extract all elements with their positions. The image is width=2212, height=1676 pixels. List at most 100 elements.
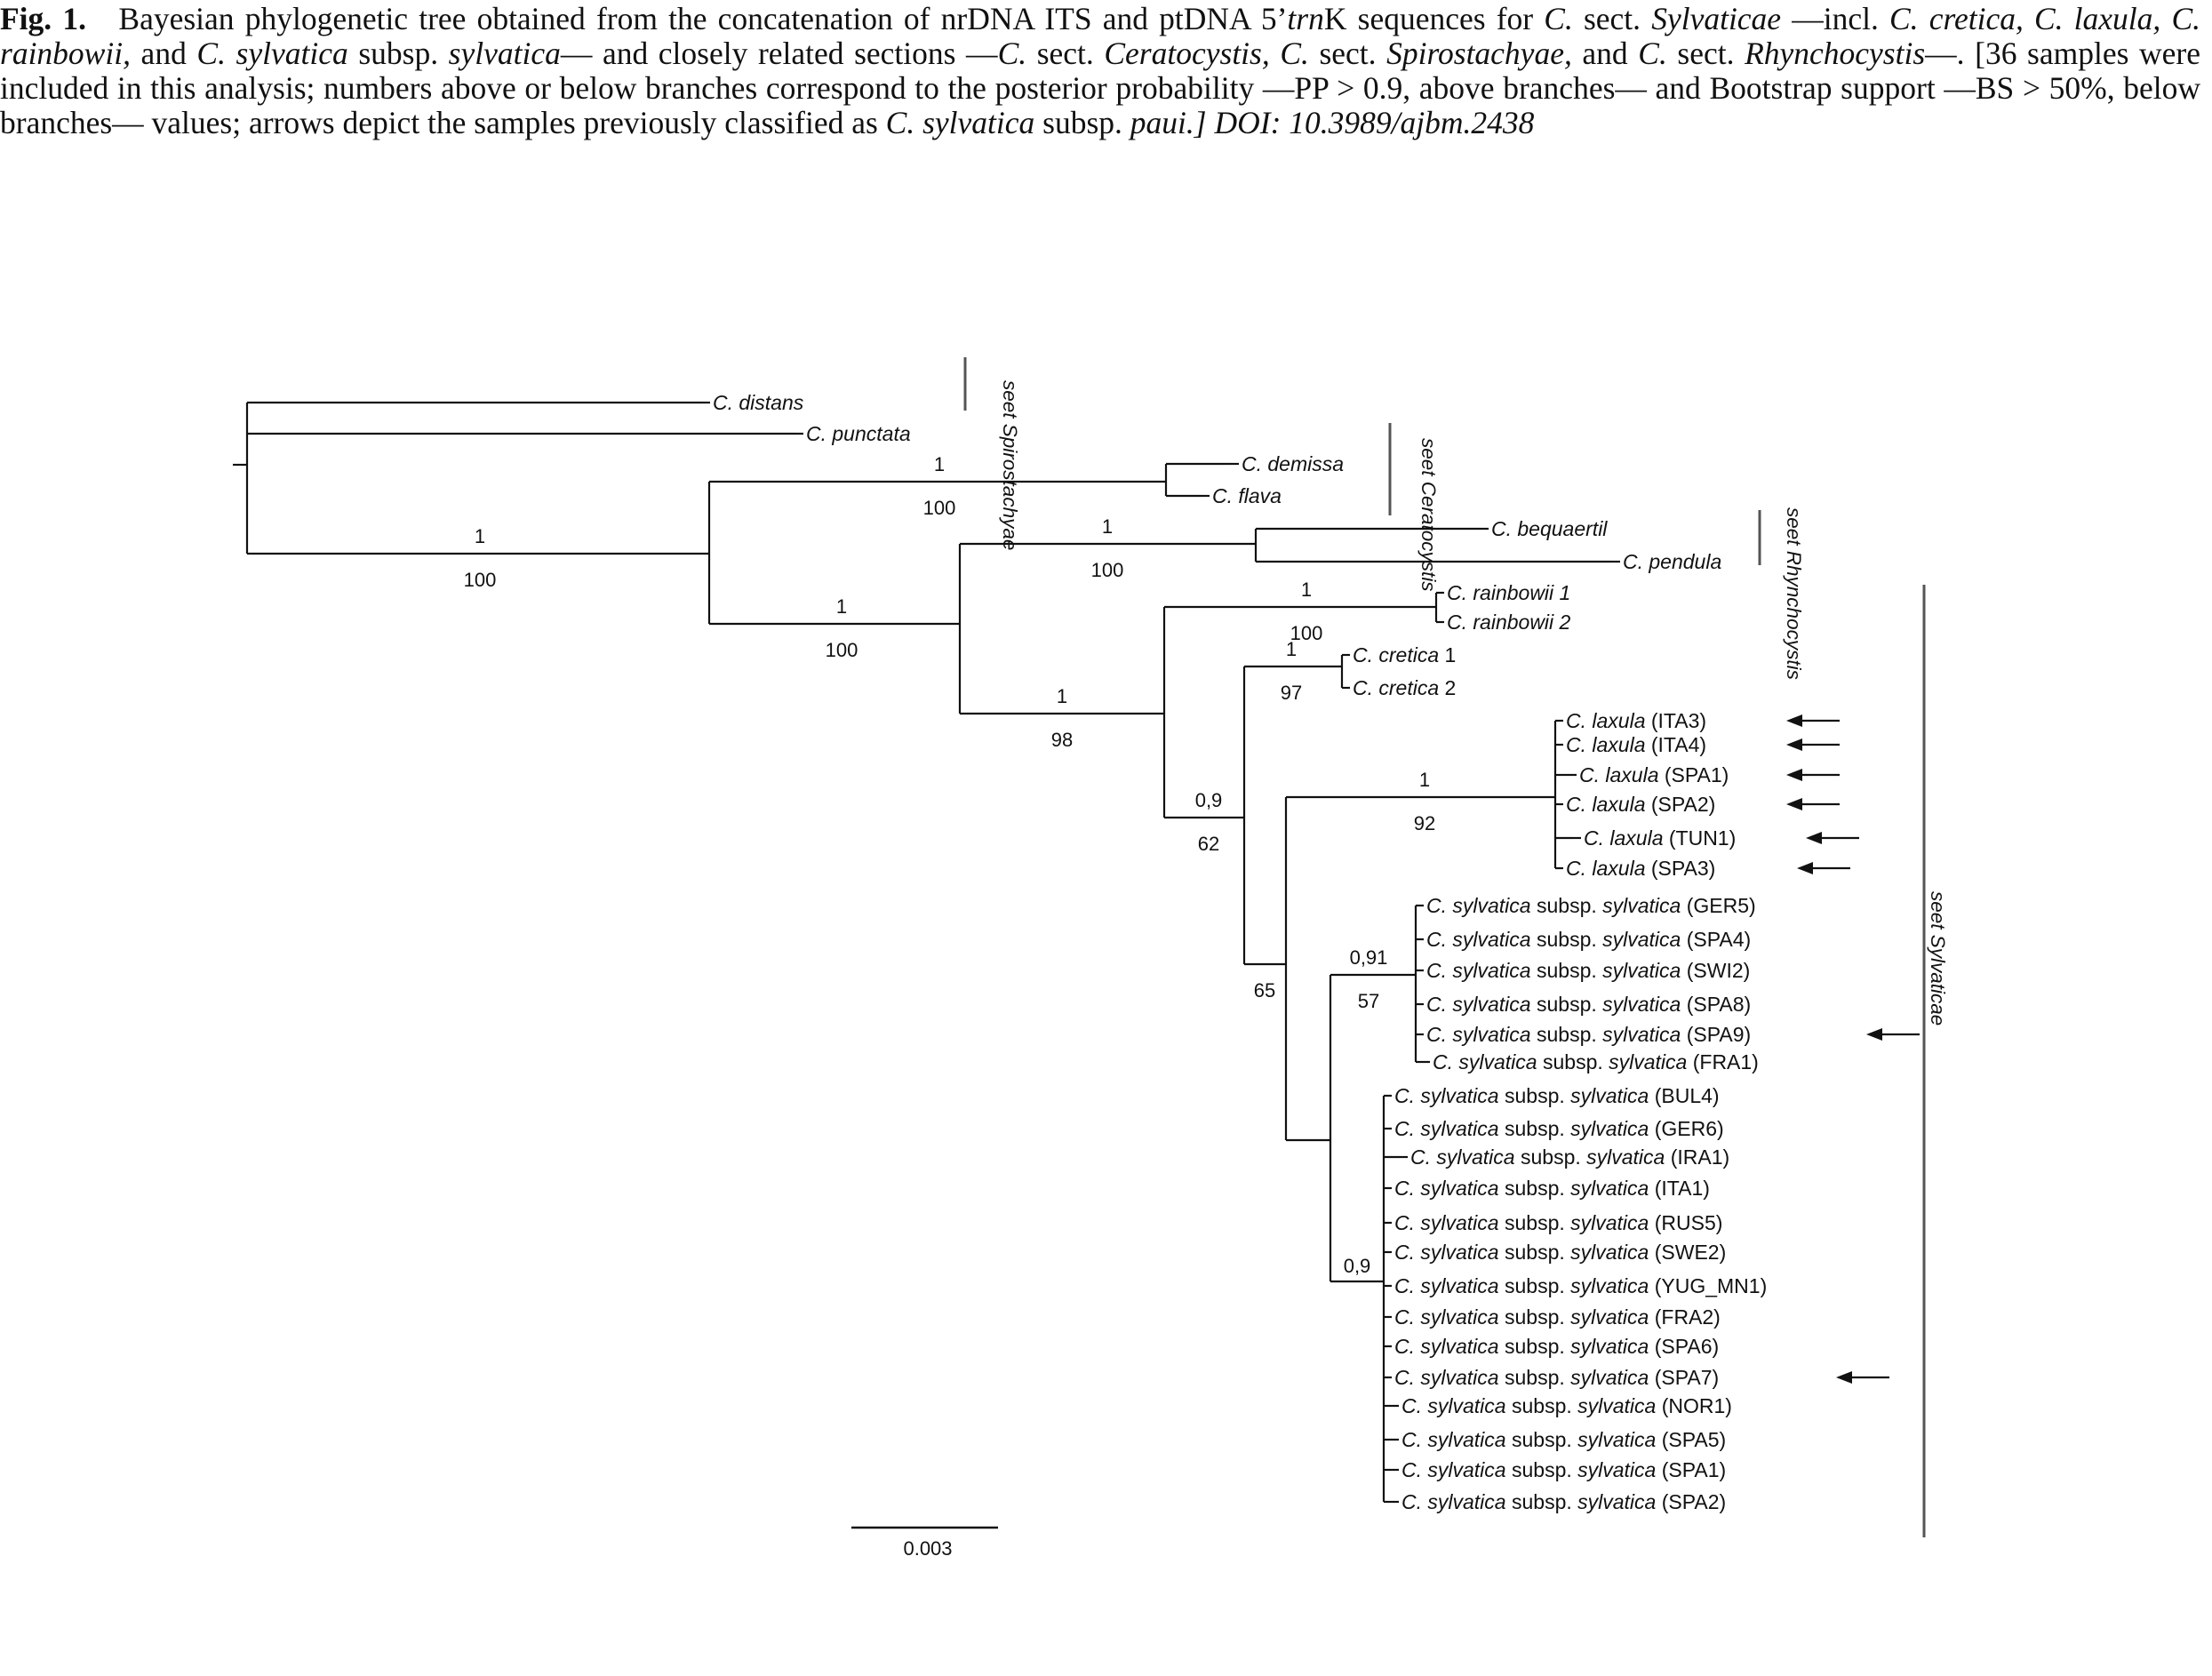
arrow-icon: [1866, 1028, 1920, 1041]
taxon-label: C. sylvatica subsp. sylvatica (SPA7): [1394, 1366, 1719, 1389]
taxon-label: C. sylvatica subsp. sylvatica (FRA2): [1394, 1305, 1721, 1329]
caption-segment: Spirostachyae,: [1386, 36, 1572, 71]
taxon-label-part: subsp.: [1499, 1241, 1571, 1264]
taxon-label: C. sylvatica subsp. sylvatica (GER6): [1394, 1117, 1724, 1140]
taxon-label-part: (SPA9): [1681, 1023, 1751, 1046]
taxon-label-part: subsp.: [1499, 1366, 1571, 1389]
taxon-label-part: C. demissa: [1242, 452, 1344, 475]
taxon-label-part: (FRA2): [1649, 1305, 1721, 1329]
posterior-probability: 1: [1419, 769, 1430, 791]
taxon-label: C. sylvatica subsp. sylvatica (RUS5): [1394, 1211, 1722, 1234]
bootstrap-support: 97: [1281, 682, 1302, 704]
taxon-label-part: (SPA7): [1649, 1366, 1719, 1389]
taxon-label-part: (SPA1): [1656, 1458, 1726, 1481]
taxon-label-part: subsp.: [1499, 1335, 1571, 1358]
taxon-label: C. bequaertil: [1491, 517, 1608, 540]
arrow-icon: [1806, 832, 1859, 844]
taxon-label: C. sylvatica subsp. sylvatica (SPA4): [1426, 928, 1751, 951]
taxon-label: C. cretica 1: [1353, 643, 1456, 666]
caption-segment: Bayesian phylogenetic tree obtained from…: [118, 1, 1288, 36]
taxon-label-part: sylvatica: [1570, 1211, 1649, 1234]
taxon-label-part: C. rainbowii 2: [1447, 611, 1571, 634]
taxon-label-part: subsp.: [1499, 1177, 1571, 1200]
taxon-label-part: subsp.: [1531, 928, 1603, 951]
taxon-label-part: subsp.: [1506, 1394, 1578, 1417]
taxon-label-part: C. sylvatica: [1401, 1458, 1506, 1481]
caption-segment: Sylvaticae: [1651, 1, 1782, 36]
taxon-label-part: C. sylvatica: [1426, 1023, 1531, 1046]
bootstrap-support: 100: [923, 497, 956, 519]
bootstrap-support: 100: [464, 569, 497, 591]
posterior-probability: 1: [1057, 685, 1067, 707]
taxon-label-part: sylvatica: [1570, 1117, 1649, 1140]
taxon-label-part: (SPA1): [1658, 763, 1729, 786]
taxon-label: C. distans: [713, 391, 804, 414]
taxon-label-part: C. sylvatica: [1394, 1305, 1499, 1329]
taxon-label-part: sylvatica: [1609, 1050, 1687, 1073]
taxon-label-part: sylvatica: [1577, 1428, 1656, 1451]
posterior-probability: 0,91: [1350, 946, 1388, 969]
taxon-label-part: (TUN1): [1663, 826, 1736, 850]
taxon-label-part: C. pendula: [1623, 550, 1721, 573]
taxon-label-part: subsp.: [1499, 1274, 1571, 1297]
caption-segment: sylvatica: [448, 36, 561, 71]
taxon-label: C. sylvatica subsp. sylvatica (FRA1): [1433, 1050, 1759, 1073]
taxon-label-part: (SPA3): [1645, 857, 1715, 880]
taxon-label-part: subsp.: [1515, 1145, 1587, 1169]
taxon-label: C. flava: [1212, 484, 1282, 507]
section-label: seet Rhynchocystis: [1783, 507, 1805, 680]
taxon-label-part: C. sylvatica: [1394, 1117, 1499, 1140]
taxon-label-part: (ITA3): [1645, 709, 1706, 732]
taxon-label-part: (SWE2): [1649, 1241, 1726, 1264]
arrow-icon: [1836, 1371, 1889, 1384]
taxon-label-part: C. cretica: [1353, 643, 1439, 666]
taxon-label-part: C. sylvatica: [1426, 928, 1531, 951]
taxon-label-part: sylvatica: [1570, 1084, 1649, 1107]
taxon-label-part: (SPA4): [1681, 928, 1751, 951]
taxon-label-part: subsp.: [1506, 1490, 1578, 1513]
arrow-icon: [1786, 798, 1840, 810]
taxon-label-part: C. sylvatica: [1401, 1394, 1506, 1417]
taxon-label-part: C. sylvatica: [1394, 1241, 1499, 1264]
caption-segment: and: [1571, 36, 1639, 71]
taxon-label-part: (RUS5): [1649, 1211, 1722, 1234]
taxon-label-part: (ITA4): [1645, 733, 1706, 756]
taxon-label-part: C. laxula: [1584, 826, 1663, 850]
taxon-label-part: C. sylvatica: [1426, 894, 1531, 917]
taxon-label-part: sylvatica: [1602, 1023, 1681, 1046]
taxon-label-part: sylvatica: [1602, 959, 1681, 982]
posterior-probability: 1: [836, 595, 847, 618]
caption-segment: subsp.: [347, 36, 449, 71]
taxon-label-part: 1: [1439, 643, 1456, 666]
taxon-label-part: subsp.: [1499, 1305, 1571, 1329]
taxon-label-part: subsp.: [1499, 1211, 1571, 1234]
taxon-label: C. sylvatica subsp. sylvatica (SWI2): [1426, 959, 1750, 982]
taxon-label: C. sylvatica subsp. sylvatica (SWE2): [1394, 1241, 1726, 1264]
taxon-label: C. sylvatica subsp. sylvatica (ITA1): [1394, 1177, 1710, 1200]
caption-segment: and: [130, 36, 197, 71]
bootstrap-support: 92: [1414, 812, 1435, 834]
caption-segment: C. cretica, C. laxula, C. rainbowii,: [0, 1, 2200, 71]
caption-segment: subsp.: [1034, 105, 1130, 140]
caption-segment: sect.: [1308, 36, 1387, 71]
section-label: seet Ceratocystis: [1417, 438, 1440, 592]
taxon-label-part: C. flava: [1212, 484, 1282, 507]
posterior-probability: 1: [934, 453, 945, 475]
caption-segment: paui.] DOI: 10.3989/ajbm.2438: [1130, 105, 1535, 140]
taxon-label-part: (GER6): [1649, 1117, 1723, 1140]
taxon-label-part: sylvatica: [1570, 1335, 1649, 1358]
taxon-label-part: subsp.: [1537, 1050, 1609, 1073]
taxon-label-part: C. distans: [713, 391, 804, 414]
caption-segment: —. [36 samples were included in this ana…: [0, 36, 2200, 140]
figure-caption: Fig. 1. Bayesian phylogenetic tree obtai…: [0, 2, 2200, 140]
caption-segment: sect.: [1666, 36, 1745, 71]
arrow-icon: [1786, 738, 1840, 751]
bootstrap-support: 98: [1051, 729, 1073, 751]
posterior-probability: 0,9: [1344, 1255, 1371, 1277]
caption-segment: Rhynchocystis: [1745, 36, 1926, 71]
taxon-label: C. sylvatica subsp. sylvatica (SPA5): [1401, 1428, 1726, 1451]
taxon-label-part: subsp.: [1531, 959, 1603, 982]
taxon-label-part: (GER5): [1681, 894, 1755, 917]
section-label: seet Sylvaticae: [1927, 891, 1949, 1026]
taxon-label: C. sylvatica subsp. sylvatica (NOR1): [1401, 1394, 1732, 1417]
